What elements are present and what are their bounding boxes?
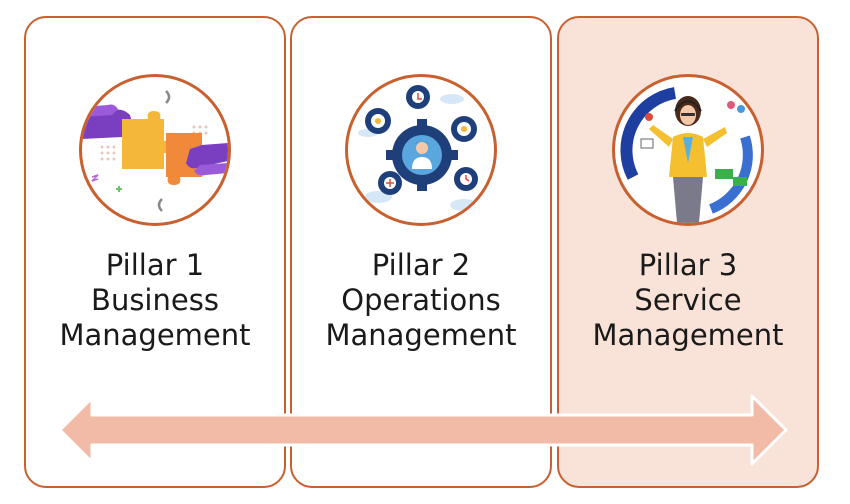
pillar-2-label: Pillar 2 Operations Management — [292, 248, 550, 353]
pillar-1-suffix: Management — [59, 318, 251, 352]
pillar-1-card: Pillar 1 Business Management — [24, 16, 286, 488]
pillar-2-name: Operations — [341, 283, 501, 317]
pillar-2-suffix: Management — [325, 318, 517, 352]
pillar-1-illustration — [79, 74, 231, 226]
pillar-3-illustration — [612, 74, 764, 226]
multitasking-woman-icon — [620, 87, 753, 223]
pillar-3-suffix: Management — [592, 318, 784, 352]
pillar-1-name: Business — [91, 283, 219, 317]
pillar-3-card: Pillar 3 Service Management — [557, 16, 819, 488]
puzzle-handshake-icon — [82, 90, 228, 212]
gears-operator-icon — [358, 85, 478, 211]
pillar-1-number: Pillar 1 — [105, 248, 205, 282]
pillar-3-name: Service — [634, 283, 742, 317]
pillar-1-label: Pillar 1 Business Management — [26, 248, 284, 353]
pillar-3-number: Pillar 3 — [638, 248, 738, 282]
pillar-2-card: Pillar 2 Operations Management — [290, 16, 552, 488]
pillar-2-illustration — [345, 74, 497, 226]
pillar-3-label: Pillar 3 Service Management — [559, 248, 817, 353]
pillar-2-number: Pillar 2 — [371, 248, 471, 282]
